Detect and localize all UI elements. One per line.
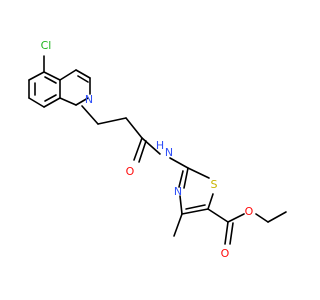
bond — [59, 97, 77, 106]
bond — [28, 97, 45, 108]
bond — [224, 221, 229, 245]
bond — [28, 71, 45, 81]
molecule-canvas: Cl N H N O N S O O — [28, 39, 287, 260]
atom-oxygen-carbonyl: O — [126, 165, 135, 178]
bond — [77, 75, 89, 83]
atom-nitrogen-indole: N — [85, 93, 93, 106]
atom-hydrogen-amide: H — [156, 139, 164, 152]
bond — [181, 208, 209, 215]
bond — [44, 94, 57, 102]
bond — [173, 213, 183, 237]
bond — [59, 69, 77, 81]
bond — [227, 213, 245, 223]
atom-oxygen-ester-double: O — [221, 247, 230, 260]
bond — [138, 140, 147, 163]
bond — [267, 211, 287, 223]
atom-chlorine: Cl — [41, 39, 52, 52]
bond — [187, 167, 210, 179]
bond — [169, 157, 189, 169]
atom-nitrogen-thiazole: N — [174, 185, 182, 198]
atom-sulfur-thiazole: S — [211, 178, 218, 191]
bond — [75, 69, 91, 79]
bond — [81, 105, 99, 125]
bond — [141, 137, 161, 155]
bond — [125, 117, 143, 139]
bond — [43, 71, 61, 81]
atom-oxygen-ester-single: O — [245, 205, 254, 218]
bond — [229, 222, 234, 245]
bond — [179, 195, 183, 215]
atom-labels: Cl N H N O N S O O — [41, 39, 254, 260]
bond — [178, 170, 184, 188]
molecule-structure: Cl N H N O N S O O — [28, 39, 287, 260]
bond — [207, 208, 229, 223]
bond — [255, 213, 269, 223]
bond — [185, 204, 206, 210]
bond — [133, 137, 143, 161]
atom-nitrogen-amide: N — [165, 146, 173, 159]
bond — [43, 97, 61, 108]
bond — [75, 97, 89, 106]
bond — [183, 167, 189, 189]
bond — [207, 193, 214, 210]
bond — [97, 117, 127, 125]
bonds — [28, 55, 287, 245]
bond — [44, 76, 57, 84]
